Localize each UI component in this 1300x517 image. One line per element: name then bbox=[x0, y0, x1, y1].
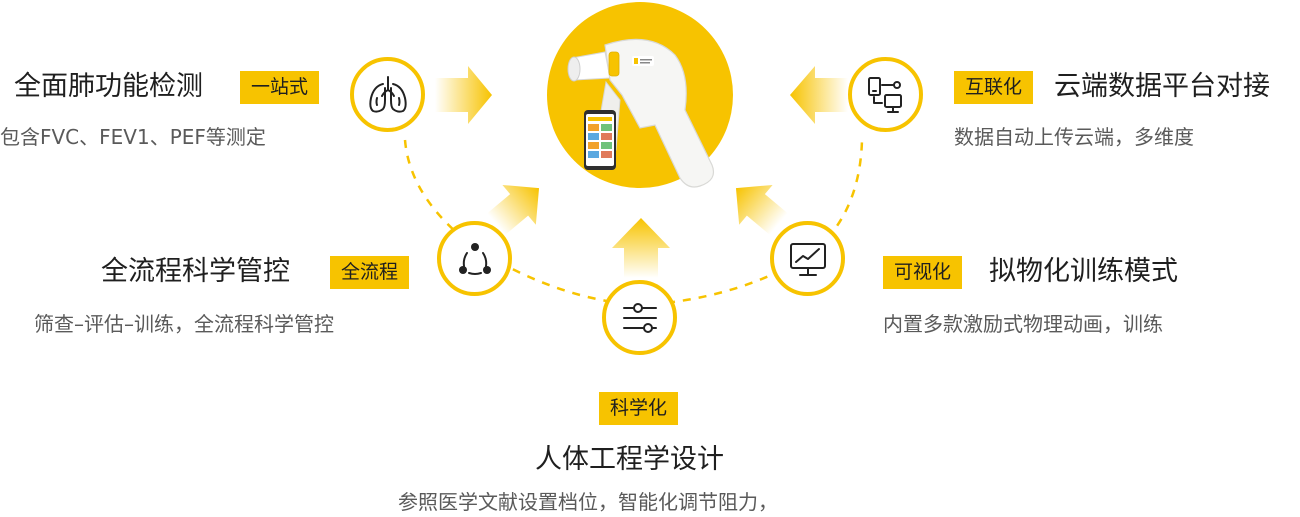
cloud-feature-tag: 互联化 bbox=[954, 71, 1034, 104]
ergonomic-feature-title: 人体工程学设计 bbox=[535, 444, 724, 475]
lung-feature-subtitle: 包含FVC、FEV1、PEF等测定 bbox=[0, 125, 266, 149]
ergonomic-feature-icon-ring bbox=[602, 280, 677, 355]
network-devices-icon bbox=[867, 76, 902, 113]
ergonomic-feature-subtitle: 参照医学文献设置档位，智能化调节阻力， bbox=[398, 490, 778, 514]
arrow-from-cloud bbox=[790, 66, 848, 124]
cloud-feature-title: 云端数据平台对接 bbox=[1054, 71, 1270, 102]
lung-feature-title: 全面肺功能检测 bbox=[14, 71, 203, 102]
visual-feature-icon-ring bbox=[770, 221, 845, 296]
process-feature-title: 全流程科学管控 bbox=[101, 256, 290, 287]
lung-feature-tag: 一站式 bbox=[240, 71, 320, 104]
cloud-feature-subtitle: 数据自动上传云端，多维度 bbox=[954, 125, 1194, 149]
ergonomic-feature-tag: 科学化 bbox=[599, 392, 679, 425]
visual-feature-subtitle: 内置多款激励式物理动画，训练 bbox=[883, 312, 1163, 336]
arrow-from-visual bbox=[735, 184, 788, 235]
process-feature-tag: 全流程 bbox=[330, 256, 410, 289]
cycle-icon bbox=[458, 242, 491, 275]
arrow-from-ergonomic bbox=[612, 218, 670, 278]
lungs-icon bbox=[368, 75, 407, 113]
monitor-chart-icon bbox=[789, 242, 826, 276]
arrow-from-process bbox=[487, 184, 540, 235]
cloud-feature-icon-ring bbox=[848, 57, 923, 132]
lung-feature-icon-ring bbox=[350, 57, 425, 132]
sliders-icon bbox=[622, 302, 657, 333]
arrow-from-lung bbox=[435, 66, 492, 124]
spirometer-device-icon bbox=[567, 38, 715, 188]
process-feature-icon-ring bbox=[437, 221, 512, 296]
visual-feature-title: 拟物化训练模式 bbox=[989, 256, 1178, 287]
process-feature-subtitle: 筛查–评估–训练，全流程科学管控 bbox=[34, 312, 334, 336]
visual-feature-tag: 可视化 bbox=[883, 256, 963, 289]
